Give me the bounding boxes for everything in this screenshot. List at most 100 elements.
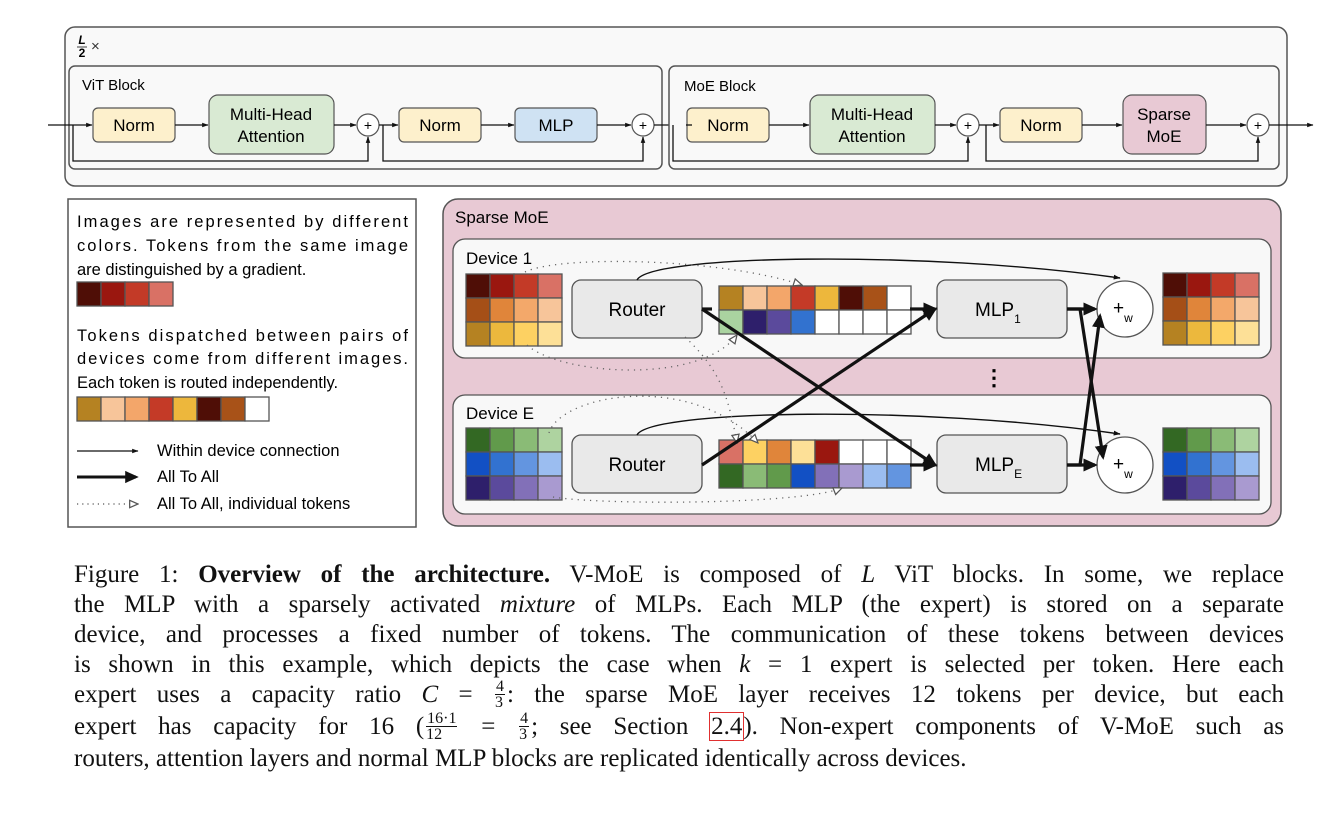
device-1-router-label: Router [608, 300, 666, 321]
token-cell [1210, 427, 1236, 453]
buffer-cell [838, 285, 864, 311]
moe-norm2-label: Norm [1020, 116, 1062, 135]
buffer-cell [742, 463, 768, 489]
moe-add2-label: + [1254, 117, 1262, 133]
token-cell [537, 427, 563, 453]
moe-sparse-label-1: Sparse [1137, 105, 1191, 124]
legend-text2-line3: Each token is routed independently. [77, 374, 338, 392]
token-cell [513, 427, 539, 453]
caption-text: : the sparse MoE layer receives 12 token… [506, 681, 1285, 708]
device-1-output-tokens [1162, 272, 1260, 346]
caption-text: the MLP with a sparsely activated [74, 591, 481, 618]
legend-dotted-arrow-label: All To All, individual tokens [157, 495, 350, 513]
legend-text1-line2: colors. Tokens from the same image [77, 237, 408, 255]
device-1-input-tokens [465, 273, 563, 347]
moe-add1-label: + [964, 117, 972, 133]
legend-swatch [244, 396, 270, 422]
buffer-cell [766, 463, 792, 489]
device-e-input-tokens [465, 427, 563, 501]
device-ellipsis: ⋮ [983, 365, 1005, 390]
buffer-cell [886, 463, 912, 489]
frac-den: 12 [426, 725, 443, 743]
token-cell [1234, 272, 1260, 298]
caption-text: = 1 expert is selected per token. Here e… [768, 651, 1285, 678]
legend-text2-line2: devices come from different images. [77, 350, 408, 368]
token-cell [489, 427, 515, 453]
frac-den: 3 [519, 725, 528, 743]
buffer-cell [814, 309, 840, 335]
token-cell [1186, 272, 1212, 298]
buffer-cell [790, 439, 816, 465]
token-cell [1186, 296, 1212, 322]
device-e-combine-label: +w [1113, 454, 1133, 481]
buffer-cell [862, 285, 888, 311]
vit-block: ViT Block Norm Multi-Head Attention + No… [48, 65, 693, 170]
frac-num: 4 [494, 677, 505, 695]
buffer-cell [838, 309, 864, 335]
caption-line-3: device, and processes a fixed number of … [74, 621, 1284, 648]
device-e-router-label: Router [608, 455, 666, 476]
vit-attention-label-1: Multi-Head [230, 105, 312, 124]
token-cell [1162, 272, 1188, 298]
token-cell [1210, 272, 1236, 298]
vit-add1-label: + [364, 117, 372, 133]
token-cell [537, 297, 563, 323]
buffer-cell [790, 285, 816, 311]
caption-figure-label: Figure 1: [74, 561, 179, 588]
legend-swatch [148, 281, 174, 307]
caption-text: = [481, 712, 496, 740]
token-cell [465, 297, 491, 323]
token-cell [465, 321, 491, 347]
section-reference-link[interactable]: 2.4 [709, 711, 745, 741]
caption-line-7: routers, attention layers and normal MLP… [74, 744, 967, 772]
legend-swatch [172, 396, 198, 422]
legend-swatch [100, 396, 126, 422]
device-1-skip-arrow [636, 258, 1121, 281]
caption-text: ViT blocks. In some, we replace [894, 561, 1285, 588]
legend-swatch [76, 396, 102, 422]
token-cell [1234, 427, 1260, 453]
vit-norm2-label: Norm [419, 116, 461, 135]
token-cell [1162, 427, 1188, 453]
vit-mlp-label: MLP [539, 116, 574, 135]
caption-text: expert has capacity for 16 ( [74, 712, 425, 740]
buffer-cell [838, 439, 864, 465]
moe-connections [672, 122, 1314, 162]
caption-line-2: the MLP with a sparsely activated mixtur… [74, 590, 1284, 620]
legend-swatch [124, 396, 150, 422]
individual-token-arrows [524, 260, 842, 503]
frac-num: 16·1 [426, 709, 458, 727]
buffer-cell [814, 439, 840, 465]
buffer-cell [742, 285, 768, 311]
device-e-mlp-label: MLPE [975, 455, 1022, 481]
token-cell [537, 321, 563, 347]
buffer-cell [838, 463, 864, 489]
buffer-cell [886, 285, 912, 311]
buffer-cell [766, 439, 792, 465]
caption-text: ; see Section [531, 712, 689, 740]
caption-italic-mixture: mixture [499, 591, 576, 618]
device-1-combine-node [1096, 280, 1154, 338]
device-e-combine-node [1096, 436, 1154, 494]
token-cell [489, 451, 515, 477]
token-cell [1234, 296, 1260, 322]
legend-gradient-swatches [76, 281, 174, 307]
moe-norm1-label: Norm [707, 116, 749, 135]
buffer-cell [862, 439, 888, 465]
buffer-cell [790, 309, 816, 335]
caption-bold-title: Overview of the architecture. [198, 561, 551, 588]
buffer-cell [742, 309, 768, 335]
legend-text1-line1: Images are represented by different [77, 213, 408, 231]
device-1-dispatch-buffer [718, 285, 912, 335]
token-cell [1162, 475, 1188, 501]
token-cell [465, 427, 491, 453]
token-cell [513, 451, 539, 477]
caption-text: ). Non-expert components of V-MoE such a… [743, 712, 1285, 740]
device-e-output-tokens [1162, 427, 1260, 501]
caption-math-k: k [739, 651, 751, 678]
device-1-name: Device 1 [466, 249, 532, 268]
caption-math-C: C [421, 681, 439, 708]
legend-swatch [196, 396, 222, 422]
